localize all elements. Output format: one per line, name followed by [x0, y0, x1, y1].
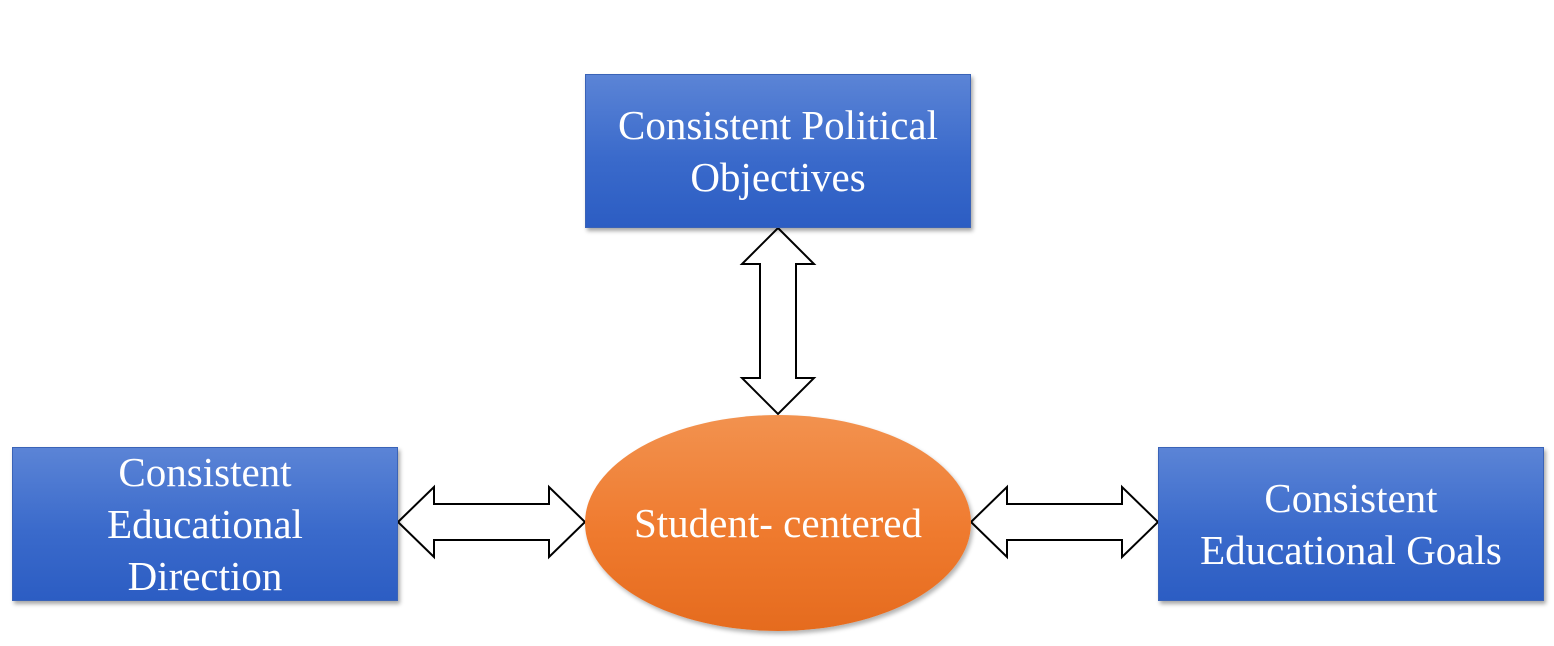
node-label-line: Educational: [107, 501, 303, 547]
node-label-line: Educational Goals: [1200, 527, 1502, 573]
node-label-line: Objectives: [690, 154, 866, 200]
node-student-centered: Student- centered: [585, 415, 971, 631]
node-label-line: Direction: [127, 553, 283, 599]
node-label-line: Consistent Political: [617, 102, 939, 148]
double-arrow-left: [396, 484, 587, 560]
double-arrow-top: [739, 226, 817, 416]
double-arrow-right: [969, 484, 1160, 560]
node-label-line: Consistent: [1264, 475, 1438, 521]
node-label-line: Consistent: [118, 449, 292, 495]
node-consistent-educational-direction: Consistent Educational Direction: [12, 447, 398, 601]
node-consistent-educational-goals: Consistent Educational Goals: [1158, 447, 1544, 601]
node-label-line: centered: [783, 500, 923, 546]
node-label-line: Student-: [633, 500, 773, 546]
node-consistent-political-objectives: Consistent Political Objectives: [585, 74, 971, 228]
